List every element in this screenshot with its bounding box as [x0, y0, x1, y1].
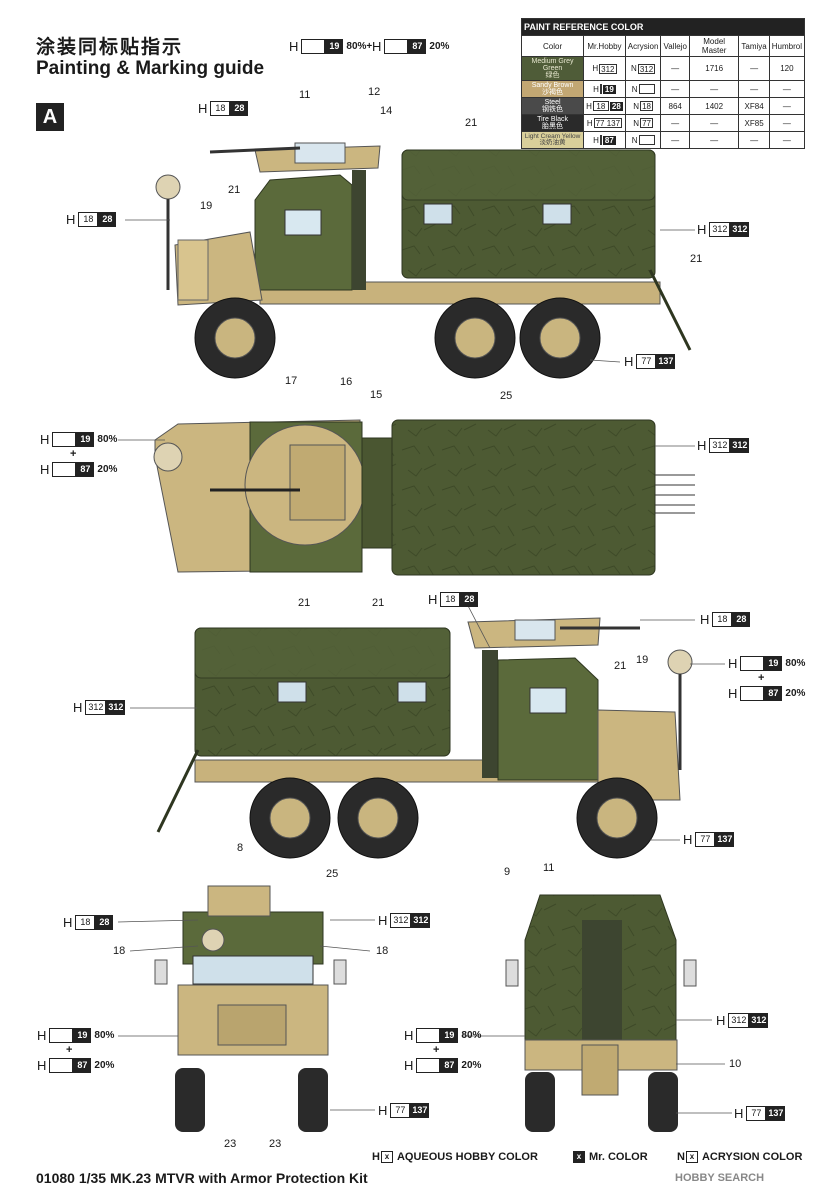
- part-number: 21: [690, 253, 703, 265]
- plus-sign: +: [66, 1044, 73, 1056]
- part-number: 14: [380, 105, 393, 117]
- part-number: 23: [224, 1138, 237, 1150]
- part-number: 18: [376, 945, 389, 957]
- col-humbrol: Humbrol: [768, 35, 806, 57]
- front-view: [154, 885, 347, 1132]
- watermark: HOBBY SEARCH: [675, 1172, 765, 1184]
- sheet-marker: A: [36, 103, 64, 131]
- part-number: 11: [543, 862, 555, 874]
- col-mrhobby: Mr.Hobby: [583, 35, 626, 57]
- col-acrysion: Acrysion: [624, 35, 662, 57]
- part-number: 25: [500, 390, 513, 402]
- x-icon: x: [380, 1151, 393, 1163]
- page-title-cn: 涂装同标贴指示: [36, 37, 184, 58]
- part-number: 18: [113, 945, 126, 957]
- kit-title: 01080 1/35 MK.23 MTVR with Armor Protect…: [36, 1170, 368, 1186]
- page-title: Painting & Marking guide: [36, 58, 265, 79]
- part-number: 8: [237, 842, 244, 854]
- color-name: Medium Grey Green: [531, 58, 574, 72]
- part-number: 10: [729, 1058, 742, 1070]
- plus-sign: +: [70, 448, 77, 460]
- part-number: 9: [504, 866, 511, 878]
- plus-sign: +: [433, 1044, 440, 1056]
- part-number: 23: [269, 1138, 282, 1150]
- part-number: 11: [299, 89, 311, 101]
- col-color: Color: [520, 35, 585, 57]
- part-number: 21: [614, 660, 627, 672]
- part-number: 12: [368, 86, 381, 98]
- part-number: 16: [340, 376, 353, 388]
- x-icon: x: [685, 1151, 698, 1163]
- paint-reference-table: PAINT REFERENCE COLOR Color Mr.Hobby Acr…: [520, 18, 806, 149]
- side-view-right: [156, 617, 693, 859]
- part-number: 17: [285, 375, 298, 387]
- part-number: 21: [298, 597, 311, 609]
- part-number: 19: [200, 200, 213, 212]
- x-icon: x: [573, 1151, 585, 1163]
- part-number: 21: [465, 117, 478, 129]
- plus-sign: +: [758, 672, 765, 684]
- paint-table-title: PAINT REFERENCE COLOR: [521, 18, 805, 36]
- side-view-left: [155, 142, 692, 379]
- col-model-master: Model Master: [688, 35, 740, 57]
- part-number: 21: [372, 597, 385, 609]
- part-number: 19: [636, 654, 649, 666]
- part-number: 15: [370, 389, 383, 401]
- rear-view: [505, 894, 697, 1132]
- part-number: 21: [228, 184, 241, 196]
- part-number: 25: [326, 868, 339, 880]
- top-view: [153, 419, 695, 576]
